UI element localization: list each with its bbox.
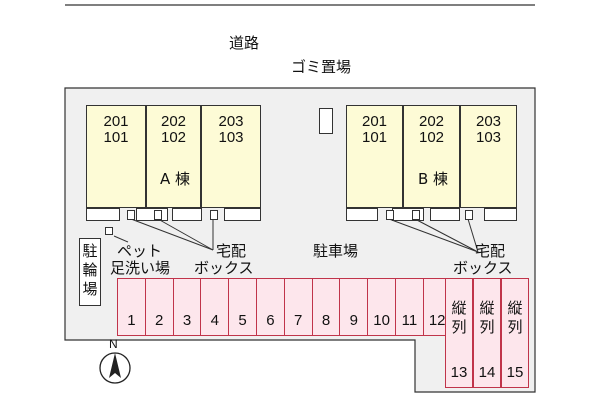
delivery-box-marker xyxy=(127,210,135,220)
parking-space: 9 xyxy=(339,278,369,336)
parking-space-number: 12 xyxy=(428,312,446,329)
unit-upper-number: 202 xyxy=(160,113,187,130)
delivery-box-marker xyxy=(386,210,394,220)
building-b-base xyxy=(430,208,460,221)
parking-space-number: 6 xyxy=(266,312,275,329)
pet-label-line2: 足洗い場 xyxy=(110,259,171,277)
unit-a-2: 202 102 xyxy=(146,105,201,208)
building-b-base xyxy=(346,208,378,221)
delivery-label-b-line2: ボックス xyxy=(453,259,513,277)
vertical-space-number: 14 xyxy=(478,364,496,381)
parking-space: 4 xyxy=(200,278,230,336)
delivery-box-marker xyxy=(465,210,473,220)
parking-space-number: 4 xyxy=(210,312,219,329)
vertical-parking-group: 縦 列 13 縦 列 14 縦 列 15 xyxy=(445,278,529,388)
bike-parking-label: 駐 輪 場 xyxy=(82,242,98,298)
delivery-box-marker xyxy=(412,210,420,220)
pet-label-line1: ペット xyxy=(117,242,163,260)
parking-space: 2 xyxy=(144,278,174,336)
parking-space: 1 xyxy=(117,278,146,336)
vertical-space-type-line1: 縦 xyxy=(479,299,495,317)
unit-upper-number: 203 xyxy=(218,113,244,130)
road-label: 道路 xyxy=(229,34,260,52)
building-b-base xyxy=(484,208,517,221)
parking-space: 7 xyxy=(283,278,313,336)
unit-a-1: 201 101 xyxy=(86,105,146,208)
delivery-box-marker xyxy=(210,210,218,220)
unit-upper-number: 201 xyxy=(103,113,129,130)
compass-icon xyxy=(99,352,131,384)
parking-space-number: 11 xyxy=(401,312,418,329)
vertical-parking-space: 縦 列 13 xyxy=(445,278,473,388)
delivery-label-b-line1: 宅配 xyxy=(475,242,506,260)
parking-space: 11 xyxy=(395,278,424,336)
connector-lines-b xyxy=(388,218,479,253)
unit-a-3: 203 103 xyxy=(201,105,261,208)
building-a-base xyxy=(136,208,168,221)
garbage-area-label: ゴミ置場 xyxy=(291,58,352,76)
vertical-space-type-line2: 列 xyxy=(507,318,523,336)
unit-b-2: 202 102 xyxy=(403,105,460,208)
unit-lower-number: 103 xyxy=(475,129,502,146)
parking-space: 10 xyxy=(367,278,396,336)
parking-space: 5 xyxy=(228,278,257,336)
vertical-space-type-line2: 列 xyxy=(451,318,467,336)
vertical-parking-space: 縦 列 14 xyxy=(473,278,501,388)
compass-label: N xyxy=(109,337,118,351)
vertical-space-number: 15 xyxy=(506,364,524,381)
pet-foot-wash-marker xyxy=(105,227,113,235)
parking-space-number: 5 xyxy=(238,312,247,329)
unit-upper-number: 201 xyxy=(361,113,388,130)
parking-space-number: 3 xyxy=(182,312,192,329)
unit-upper-number: 202 xyxy=(418,113,445,130)
unit-lower-number: 101 xyxy=(361,129,388,146)
unit-lower-number: 102 xyxy=(160,129,187,146)
garbage-area xyxy=(319,108,333,134)
vertical-space-type-line1: 縦 xyxy=(451,299,467,317)
parking-space: 8 xyxy=(311,278,341,336)
delivery-box-marker xyxy=(154,210,162,220)
parking-space: 3 xyxy=(172,278,202,336)
parking-space-number: 9 xyxy=(349,312,358,329)
parking-space-number: 10 xyxy=(373,312,390,329)
parking-space-number: 8 xyxy=(321,312,331,329)
delivery-label-a-line1: 宅配 xyxy=(216,242,247,260)
building-b-name: B 棟 xyxy=(418,170,449,188)
vertical-space-type-line1: 縦 xyxy=(507,299,523,317)
unit-b-1: 201 101 xyxy=(346,105,403,208)
parking-space-number: 7 xyxy=(294,312,303,329)
bike-parking: 駐 輪 場 xyxy=(79,238,101,306)
building-a-base xyxy=(224,208,261,221)
unit-lower-number: 103 xyxy=(218,129,244,146)
parking-label: 駐車場 xyxy=(313,242,359,260)
vertical-space-type-line2: 列 xyxy=(479,318,495,336)
vertical-parking-space: 縦 列 15 xyxy=(501,278,529,388)
unit-b-3: 203 103 xyxy=(460,105,517,208)
unit-lower-number: 101 xyxy=(103,129,129,146)
delivery-label-a-line2: ボックス xyxy=(194,259,254,277)
parking-space-number: 1 xyxy=(127,312,136,329)
vertical-space-number: 13 xyxy=(450,364,468,381)
parking-space-number: 2 xyxy=(155,312,164,329)
parking-space: 6 xyxy=(256,278,285,336)
unit-upper-number: 203 xyxy=(475,113,502,130)
unit-lower-number: 102 xyxy=(418,129,445,146)
building-a-base xyxy=(86,208,120,221)
connector-lines-a xyxy=(113,218,214,251)
building-a-base xyxy=(172,208,202,221)
building-a-name: A 棟 xyxy=(160,170,191,188)
